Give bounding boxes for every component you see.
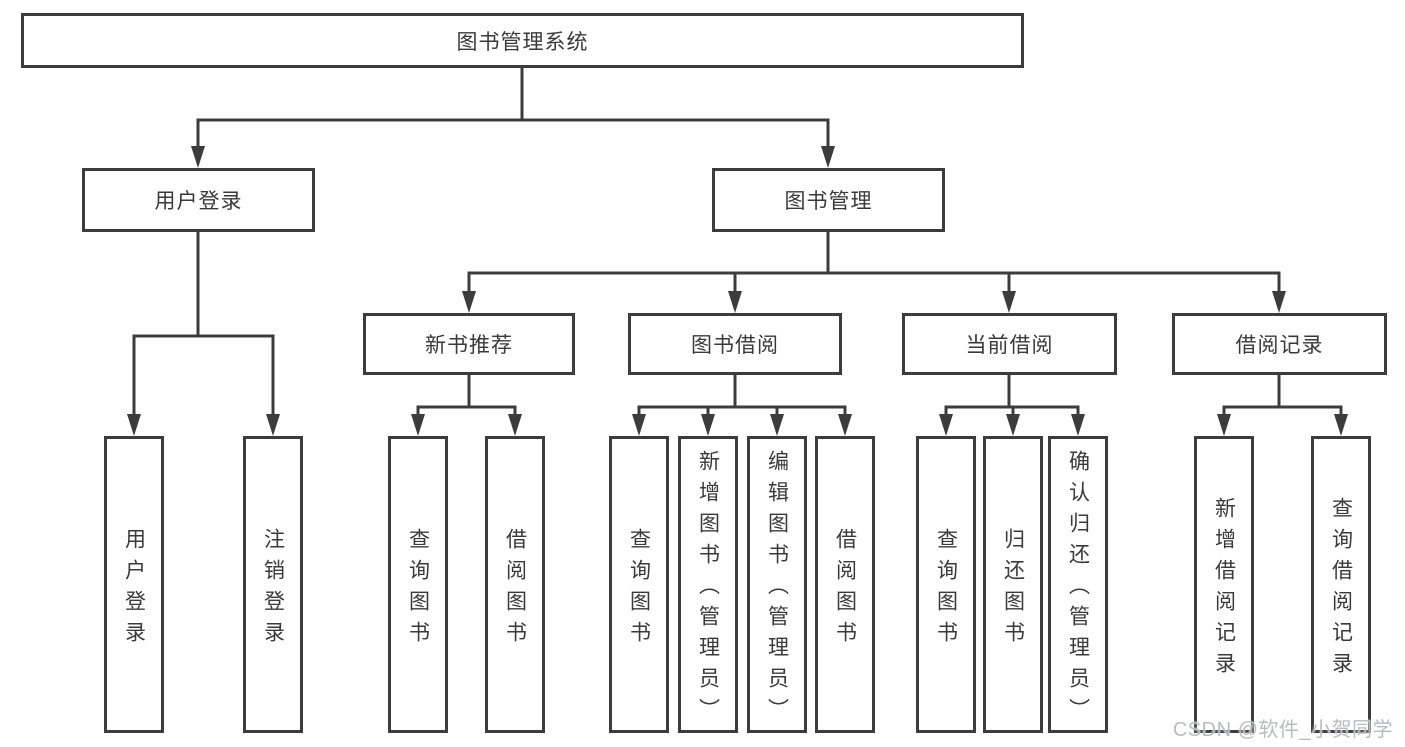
node-label: 确认归还（管理员） bbox=[1066, 450, 1090, 729]
node-label: 图书借阅 bbox=[691, 334, 779, 357]
arrowhead-icon bbox=[1217, 414, 1231, 436]
arrowhead-icon bbox=[632, 414, 646, 436]
arrowhead-icon bbox=[191, 146, 205, 168]
node-confirm-return-admin: 确认归还（管理员） bbox=[1048, 436, 1108, 733]
node-label: 新增借阅记录 bbox=[1212, 496, 1236, 683]
node-new-book-recommendation: 新书推荐 bbox=[363, 313, 575, 375]
node-current-borrowing: 当前借阅 bbox=[902, 313, 1117, 375]
node-query-borrow-record: 查询借阅记录 bbox=[1311, 436, 1371, 733]
arrowhead-icon bbox=[508, 414, 522, 436]
arrowhead-icon bbox=[411, 414, 425, 436]
arrowhead-icon bbox=[701, 414, 715, 436]
node-label: 查询借阅记录 bbox=[1329, 496, 1353, 683]
node-query-books-borrow: 查询图书 bbox=[609, 436, 669, 733]
arrowheads bbox=[127, 146, 1348, 436]
arrowhead-icon bbox=[266, 414, 280, 436]
node-label: 注销登录 bbox=[261, 527, 285, 652]
node-book-management: 图书管理 bbox=[712, 168, 945, 232]
node-label: 查询图书 bbox=[406, 527, 430, 652]
node-borrow-books-recommend: 借阅图书 bbox=[485, 436, 545, 733]
node-label: 查询图书 bbox=[627, 527, 651, 652]
node-label: 新增图书（管理员） bbox=[696, 450, 720, 729]
node-label: 借阅图书 bbox=[503, 527, 527, 652]
node-logout: 注销登录 bbox=[243, 436, 303, 733]
node-edit-books-admin: 编辑图书（管理员） bbox=[747, 436, 807, 733]
node-user-login-leaf: 用户登录 bbox=[104, 436, 164, 733]
node-return-books: 归还图书 bbox=[983, 436, 1043, 733]
node-add-books-admin: 新增图书（管理员） bbox=[678, 436, 738, 733]
arrowhead-icon bbox=[939, 414, 953, 436]
arrowhead-icon bbox=[127, 414, 141, 436]
node-book-borrowing: 图书借阅 bbox=[628, 313, 842, 375]
node-label: 当前借阅 bbox=[965, 334, 1054, 357]
arrowhead-icon bbox=[1272, 291, 1286, 313]
csdn-watermark: CSDN @软件_小贺同学 bbox=[1172, 719, 1393, 741]
node-label: 查询图书 bbox=[934, 527, 958, 652]
arrowhead-icon bbox=[1006, 414, 1020, 436]
arrowhead-icon bbox=[1334, 414, 1348, 436]
node-label: 用户登录 bbox=[154, 190, 243, 213]
arrowhead-icon bbox=[1071, 414, 1085, 436]
node-query-books-current: 查询图书 bbox=[916, 436, 976, 733]
node-add-borrow-record: 新增借阅记录 bbox=[1194, 436, 1254, 733]
node-label: 用户登录 bbox=[122, 527, 146, 652]
node-library-management-system: 图书管理系统 bbox=[21, 13, 1024, 68]
node-label: 归还图书 bbox=[1001, 527, 1025, 652]
arrowhead-icon bbox=[821, 146, 835, 168]
arrowhead-icon bbox=[1002, 291, 1016, 313]
node-label: 图书管理 bbox=[784, 190, 873, 213]
node-borrowing-records: 借阅记录 bbox=[1172, 313, 1387, 375]
node-label: 借阅记录 bbox=[1235, 334, 1324, 357]
node-user-login: 用户登录 bbox=[82, 168, 315, 232]
node-label: 编辑图书（管理员） bbox=[765, 450, 789, 729]
arrowhead-icon bbox=[728, 291, 742, 313]
arrowhead-icon bbox=[838, 414, 852, 436]
node-label: 借阅图书 bbox=[833, 527, 857, 652]
node-borrow-books: 借阅图书 bbox=[815, 436, 875, 733]
node-label: 图书管理系统 bbox=[456, 30, 589, 54]
arrowhead-icon bbox=[770, 414, 784, 436]
node-query-books-recommend: 查询图书 bbox=[388, 436, 448, 733]
arrowhead-icon bbox=[462, 291, 476, 313]
node-label: 新书推荐 bbox=[425, 334, 513, 357]
